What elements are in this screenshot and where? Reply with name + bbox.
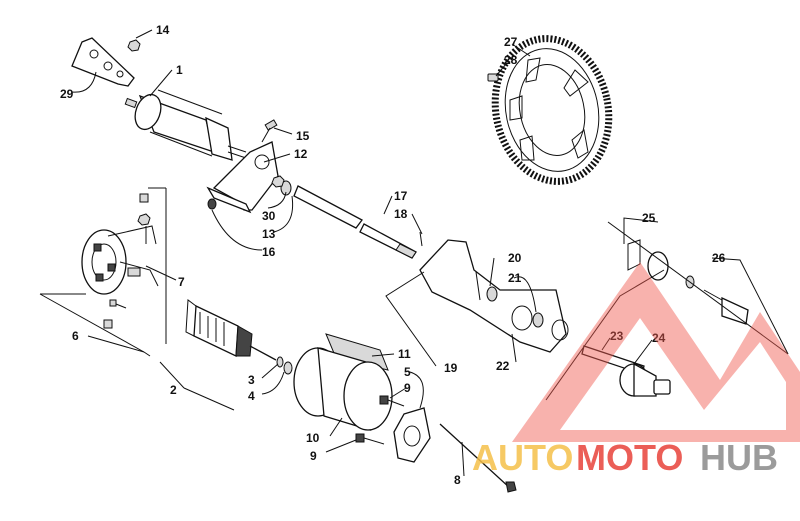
callout-25: 25 bbox=[642, 211, 656, 225]
callout-23: 23 bbox=[610, 329, 624, 343]
part-27-ring-gear bbox=[491, 35, 613, 185]
callout-12: 12 bbox=[294, 147, 308, 161]
callout-13: 13 bbox=[262, 227, 276, 241]
part-9-screw-upper bbox=[379, 395, 405, 407]
callout-10: 10 bbox=[306, 431, 320, 445]
callout-8: 8 bbox=[454, 473, 461, 487]
callout-6: 6 bbox=[72, 329, 79, 343]
part-30-washer bbox=[280, 180, 292, 196]
callout-4: 4 bbox=[248, 389, 255, 403]
callout-16: 16 bbox=[262, 245, 276, 259]
watermark-auto: AUTO bbox=[472, 437, 573, 478]
part-1-starter-motor bbox=[124, 89, 247, 161]
callout-7: 7 bbox=[178, 275, 185, 289]
part-29-bracket bbox=[71, 37, 135, 87]
callout-22: 22 bbox=[496, 359, 510, 373]
watermark-hub: HUB bbox=[700, 437, 778, 478]
automotohub-watermark: AUTO MOTO HUB bbox=[472, 262, 800, 478]
part-10-housing bbox=[293, 347, 393, 431]
watermark-triangle-icon bbox=[512, 262, 800, 442]
callout-9-lower: 9 bbox=[310, 449, 317, 463]
part-11-gasket bbox=[325, 333, 389, 371]
part-12-mount-bracket bbox=[206, 141, 279, 214]
part-7-brush-plate bbox=[81, 193, 159, 295]
part-2-armature bbox=[185, 299, 277, 361]
part-9-screw-lower bbox=[355, 433, 385, 445]
part-3-washer bbox=[276, 356, 284, 368]
part-13-nut bbox=[271, 175, 285, 188]
part-18-spring-pin bbox=[419, 231, 423, 247]
callout-2: 2 bbox=[170, 383, 177, 397]
callout-27: 27 bbox=[504, 35, 518, 49]
callout-3: 3 bbox=[248, 373, 255, 387]
callout-21: 21 bbox=[508, 271, 522, 285]
leader-lines bbox=[39, 29, 789, 477]
part-28-bolt bbox=[487, 73, 499, 82]
callout-11: 11 bbox=[398, 347, 411, 361]
watermark-moto: MOTO bbox=[576, 437, 683, 478]
callout-17: 17 bbox=[394, 189, 408, 203]
callout-26: 26 bbox=[712, 251, 726, 265]
callout-1: 1 bbox=[176, 63, 183, 77]
callout-20: 20 bbox=[508, 251, 522, 265]
callout-24: 24 bbox=[652, 331, 666, 345]
callout-9-upper: 9 bbox=[404, 381, 411, 395]
callout-28: 28 bbox=[504, 53, 518, 67]
callout-5: 5 bbox=[404, 365, 411, 379]
callout-18: 18 bbox=[394, 207, 408, 221]
part-6-brush-set bbox=[103, 299, 127, 329]
callout-14: 14 bbox=[156, 23, 170, 37]
part-21-washer bbox=[532, 312, 544, 328]
part-8-through-bolt bbox=[439, 423, 517, 493]
part-15-bolt bbox=[261, 119, 278, 143]
callout-19: 19 bbox=[444, 361, 458, 375]
part-20-bushing bbox=[486, 286, 498, 302]
part-26-plunger bbox=[721, 296, 749, 325]
part-16-bolt bbox=[207, 198, 217, 210]
part-4-washer bbox=[283, 361, 293, 375]
part-25-clutch-assembly bbox=[627, 239, 723, 301]
part-24-pinion bbox=[619, 362, 671, 397]
part-17-shaft bbox=[293, 185, 417, 259]
callout-labels: 14 1 29 15 12 30 13 16 7 6 2 3 4 11 5 9 … bbox=[60, 23, 726, 487]
callout-29: 29 bbox=[60, 87, 74, 101]
part-5-end-cap bbox=[393, 407, 431, 463]
part-14-nut bbox=[127, 39, 141, 52]
callout-15: 15 bbox=[296, 129, 310, 143]
callout-30: 30 bbox=[262, 209, 276, 223]
